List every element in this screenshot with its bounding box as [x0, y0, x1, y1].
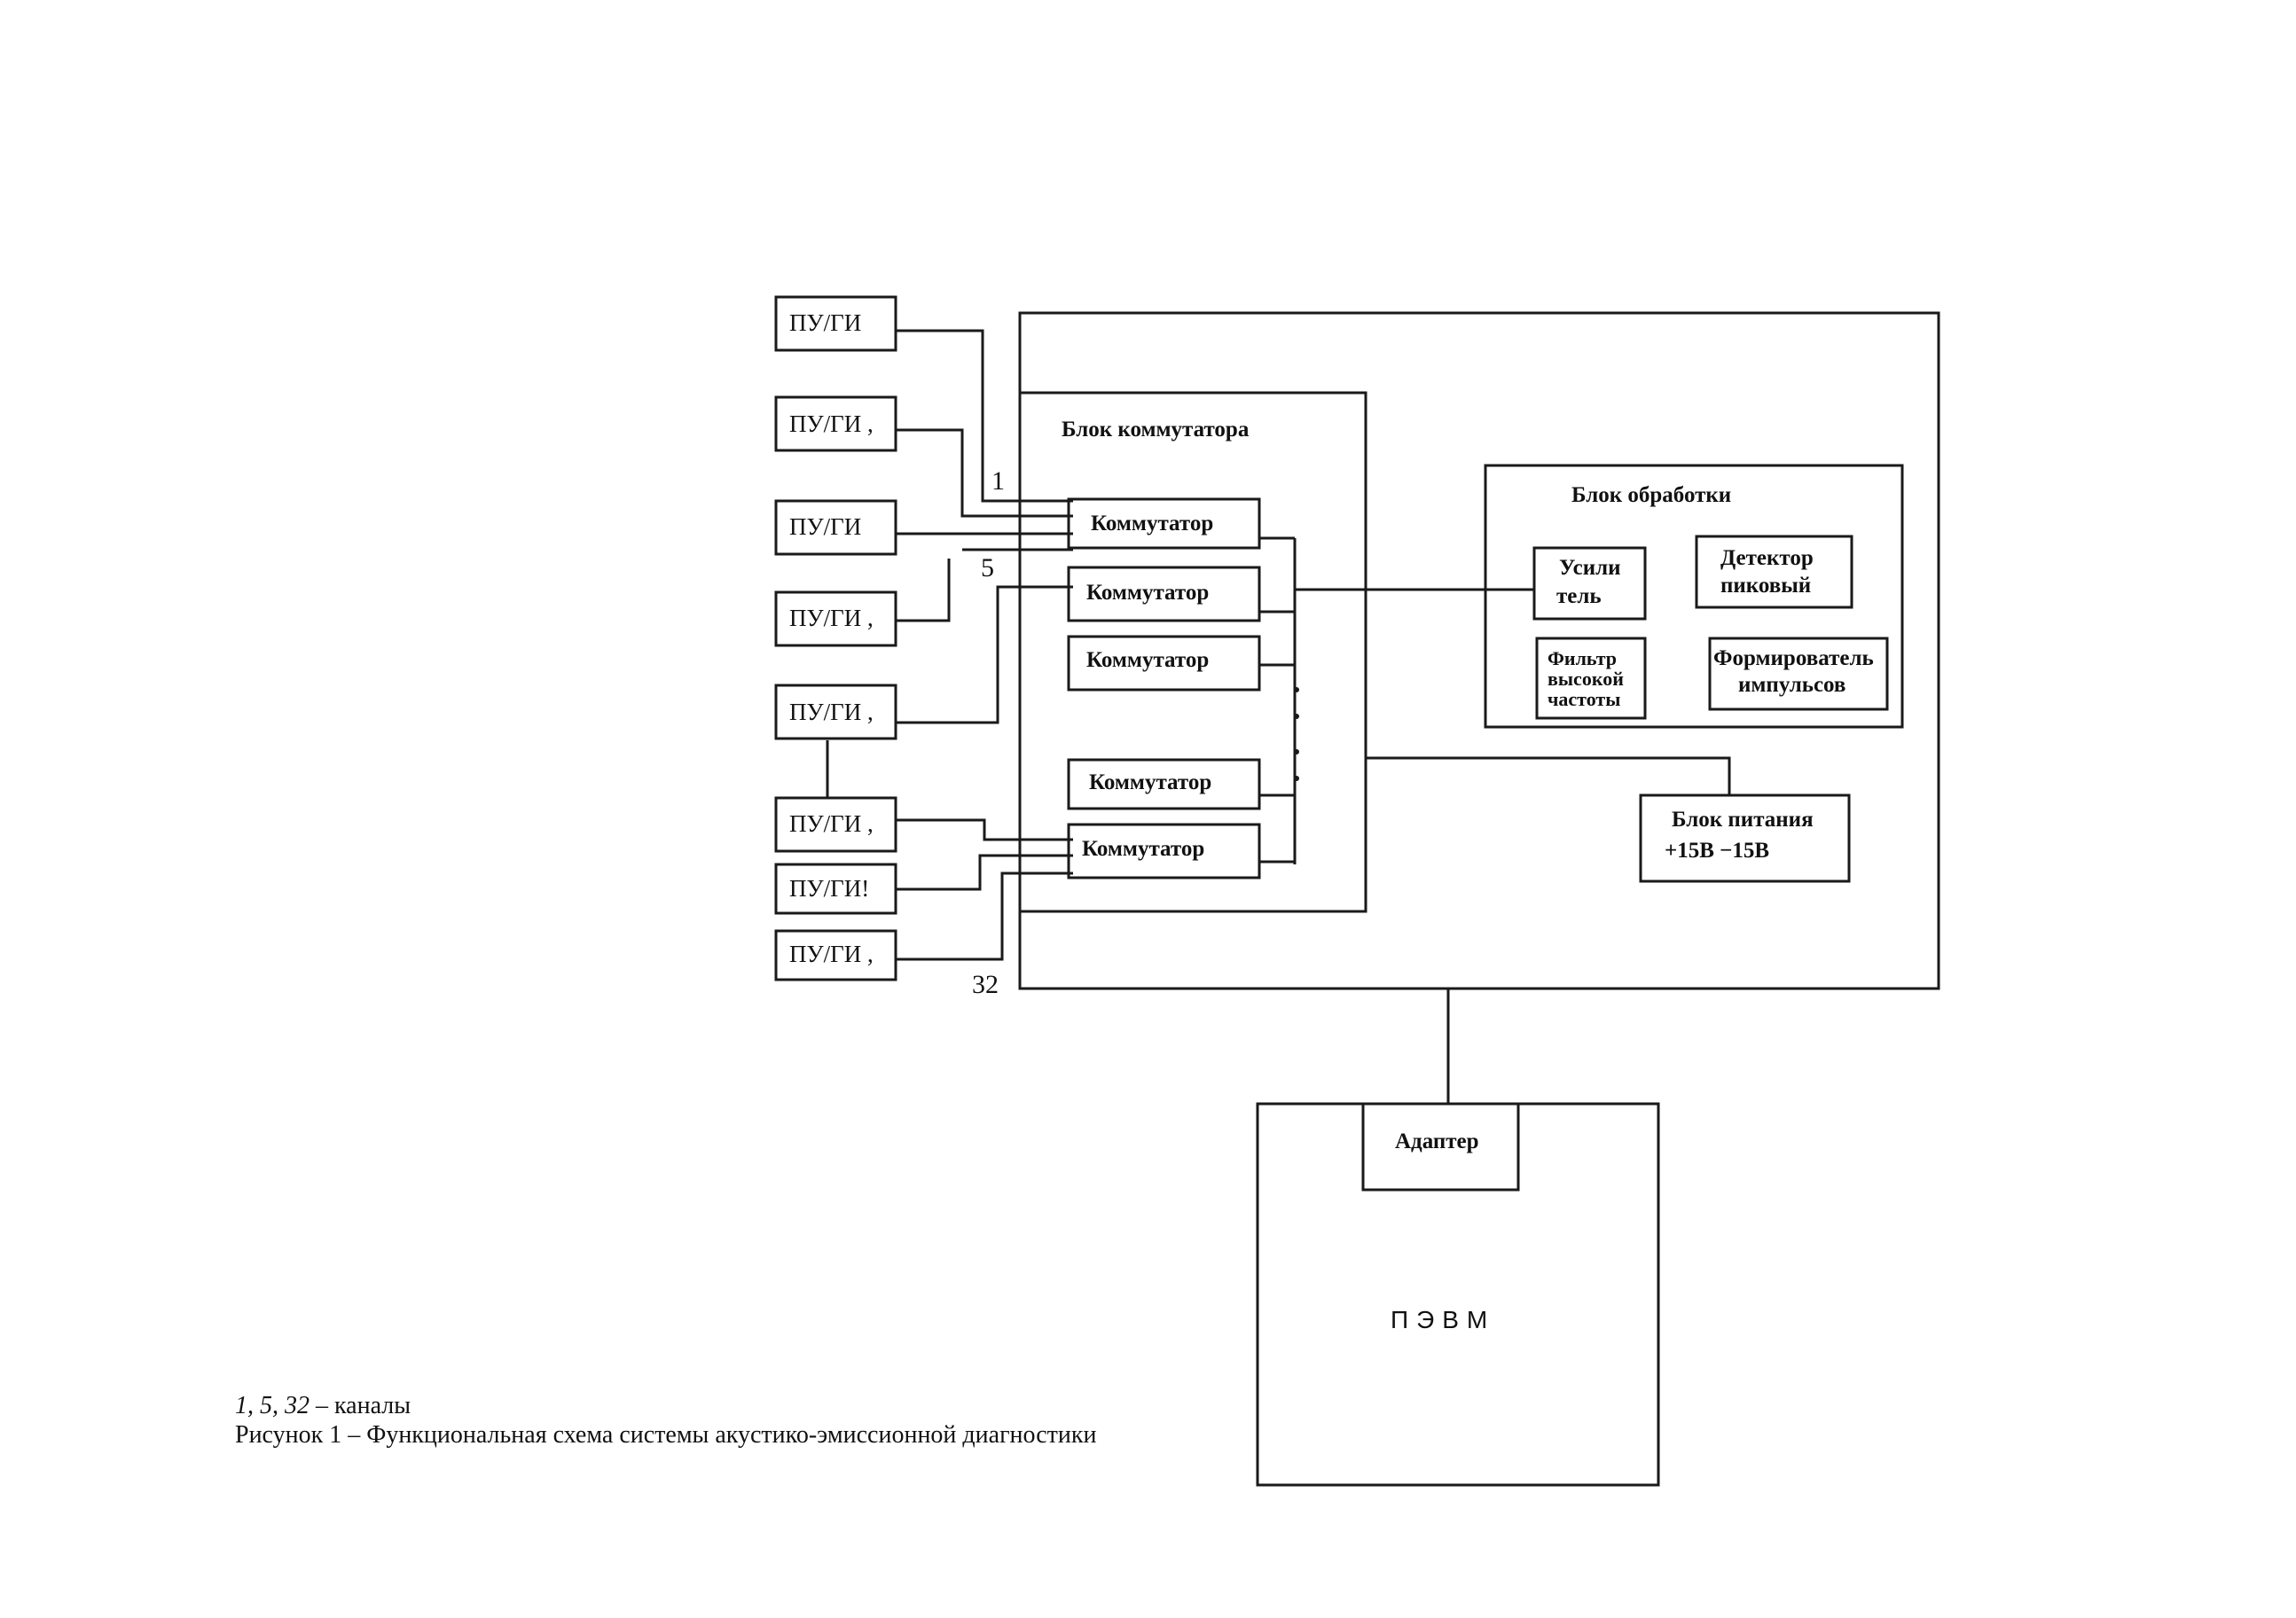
commutator-label: Коммутатор: [1089, 770, 1212, 794]
hp-filter-label: Фильтр: [1548, 647, 1618, 669]
hp-filter-box: [1535, 637, 1647, 720]
hp-filter-label: частоты: [1548, 688, 1621, 710]
power-block-voltages: +15В −15В: [1665, 839, 1770, 863]
continuation-dots: [1294, 687, 1299, 781]
processing-block-frame: [1484, 464, 1904, 729]
power-block-title: Блок питания: [1672, 808, 1814, 832]
peak-detector-label: пиковый: [1720, 574, 1812, 598]
computer-label: ПЭВМ: [1391, 1306, 1496, 1333]
commutator-label: Коммутатор: [1086, 581, 1210, 605]
channels-note-nums: 1, 5, 32: [235, 1392, 310, 1419]
channel-number: 5: [981, 553, 994, 582]
amplifier-label: Усили: [1559, 556, 1621, 580]
device-label: ПУ/ГИ ,: [789, 699, 874, 725]
channel-wires: [826, 329, 1073, 961]
processing-block-title: Блок обработки: [1571, 483, 1732, 507]
hp-filter-label: высокой: [1548, 668, 1624, 690]
device-label: ПУ/ГИ!: [789, 875, 870, 902]
device-label: ПУ/ГИ ,: [789, 941, 874, 967]
device-label: ПУ/ГИ: [789, 513, 862, 540]
peak-detector-box: [1695, 535, 1853, 609]
amplifier-label: тель: [1556, 584, 1602, 608]
commutator-boxes: [1067, 497, 1261, 879]
commutator-label: Коммутатор: [1086, 648, 1210, 672]
device-label: ПУ/ГИ ,: [789, 810, 874, 837]
power-block-box: [1639, 793, 1851, 883]
channels-note: 1, 5, 32 – каналы: [235, 1394, 411, 1419]
pulse-shaper-box: [1708, 637, 1889, 711]
commutator-label: Коммутатор: [1091, 512, 1214, 535]
computer-box: [1256, 1102, 1660, 1487]
pulse-shaper-label: импульсов: [1738, 673, 1846, 697]
device-label: ПУ/ГИ: [789, 309, 862, 336]
pulse-shaper-label: Формирователь: [1713, 646, 1874, 670]
peak-detector-label: Детектор: [1720, 546, 1814, 570]
adapter-box: [1361, 1102, 1520, 1192]
amplifier-box: [1532, 546, 1647, 621]
channel-number: 32: [972, 970, 999, 999]
device-boxes: [774, 295, 897, 981]
commutator-bus: [1259, 536, 1731, 1104]
commutator-block-title: Блок коммутатора: [1062, 418, 1250, 442]
channel-number: 1: [991, 466, 1005, 496]
device-label: ПУ/ГИ ,: [789, 410, 874, 437]
device-label: ПУ/ГИ ,: [789, 605, 874, 631]
channels-note-text: – каналы: [310, 1392, 411, 1419]
adapter-label: Адаптер: [1395, 1129, 1479, 1153]
figure-caption: Рисунок 1 – Функциональная схема системы…: [235, 1421, 1097, 1449]
commutator-label: Коммутатор: [1082, 837, 1205, 861]
commutator-block-frame: [1018, 391, 1367, 913]
